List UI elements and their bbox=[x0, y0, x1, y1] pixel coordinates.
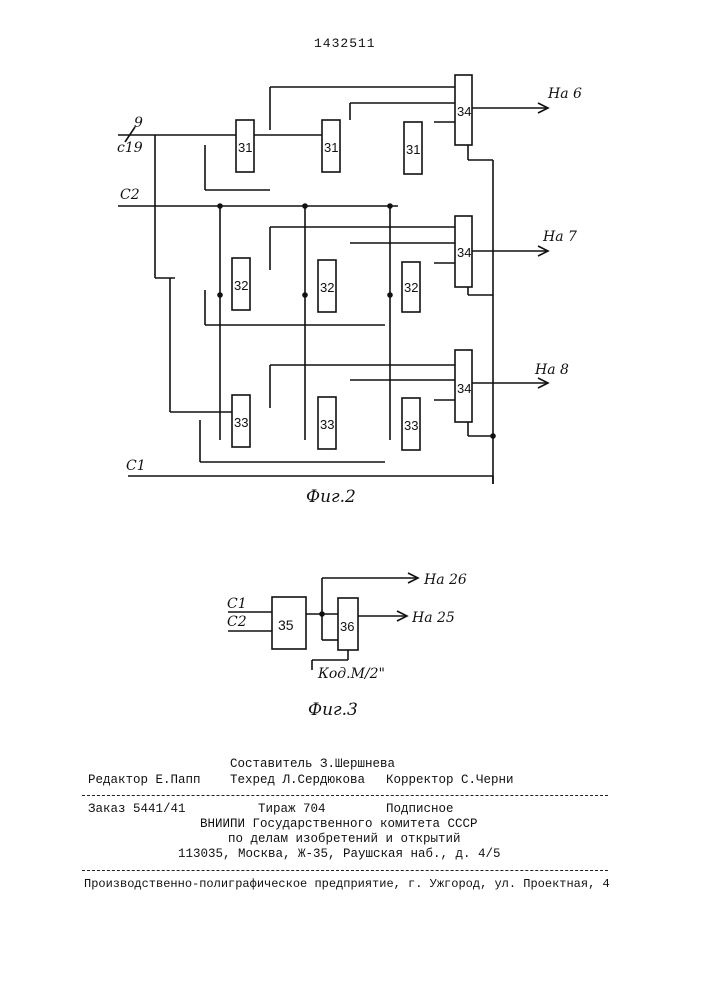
svg-text:35: 35 bbox=[278, 617, 294, 633]
figure-2-circuit: 9 с19 С2 bbox=[117, 75, 582, 507]
bus-width-label: 9 bbox=[134, 115, 143, 131]
svg-text:32: 32 bbox=[404, 280, 418, 295]
imprint-compiler: Составитель З.Шершнева bbox=[230, 757, 395, 771]
imprint-techred: Техред Л.Сердюкова bbox=[230, 773, 365, 787]
figure-2-caption: Фиг.2 bbox=[306, 487, 356, 507]
svg-text:33: 33 bbox=[320, 417, 334, 432]
c2-label: С2 bbox=[120, 187, 140, 203]
figure-3-circuit: С1 С2 35 На 26 36 На 25 Код.М/2" Фиг.3 bbox=[227, 572, 467, 720]
fig3-input-c1: С1 bbox=[227, 596, 247, 612]
imprint-org-line1: ВНИИПИ Государственного комитета СССР bbox=[200, 817, 478, 831]
imprint-address: 113035, Москва, Ж-35, Раушская наб., д. … bbox=[178, 847, 501, 861]
fig3-code-label: Код.М/2" bbox=[317, 666, 385, 682]
imprint-circulation: Тираж 704 bbox=[258, 802, 326, 816]
svg-text:34: 34 bbox=[457, 381, 471, 396]
svg-text:32: 32 bbox=[234, 278, 248, 293]
imprint-order: Заказ 5441/41 bbox=[88, 802, 186, 816]
fig3-input-c2: С2 bbox=[227, 614, 247, 630]
imprint-org-line2: по делам изобретений и открытий bbox=[228, 832, 461, 846]
svg-text:31: 31 bbox=[238, 140, 252, 155]
svg-text:33: 33 bbox=[234, 415, 248, 430]
input-label-c19: с19 bbox=[117, 140, 143, 156]
output-label-6: На 6 bbox=[547, 86, 582, 102]
svg-text:31: 31 bbox=[324, 140, 338, 155]
fig3-output-25: На 25 bbox=[411, 610, 455, 626]
separator-top bbox=[82, 795, 608, 796]
figure-3-caption: Фиг.3 bbox=[308, 700, 358, 720]
separator-bottom bbox=[82, 870, 608, 871]
svg-text:31: 31 bbox=[406, 142, 420, 157]
svg-text:32: 32 bbox=[320, 280, 334, 295]
imprint-corrector: Корректор С.Черни bbox=[386, 773, 514, 787]
output-label-7: На 7 bbox=[542, 229, 577, 245]
svg-text:34: 34 bbox=[457, 104, 471, 119]
svg-text:34: 34 bbox=[457, 245, 471, 260]
output-label-8: На 8 bbox=[534, 362, 569, 378]
imprint-subscription: Подписное bbox=[386, 802, 454, 816]
imprint-printer: Производственно-полиграфическое предприя… bbox=[84, 877, 610, 891]
imprint-editor: Редактор Е.Папп bbox=[88, 773, 201, 787]
c1-label: С1 bbox=[126, 458, 146, 474]
fig3-output-26: На 26 bbox=[423, 572, 467, 588]
svg-text:36: 36 bbox=[340, 619, 354, 634]
svg-text:33: 33 bbox=[404, 418, 418, 433]
